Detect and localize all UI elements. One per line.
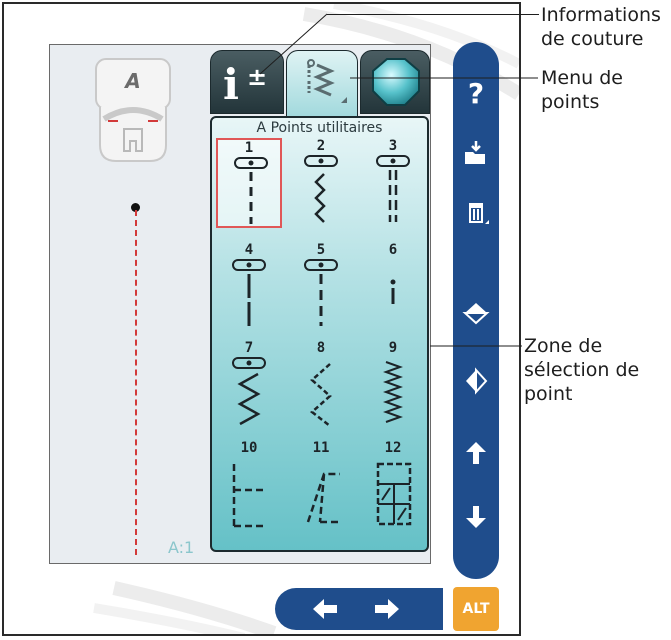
callout-text: de couture [541,28,644,50]
callout-text: Informations [541,4,661,26]
stitch-9[interactable]: 9 [360,340,426,430]
stitch-1[interactable]: 1 [216,138,282,228]
triple-straight-stitch-icon [376,155,410,222]
delete-icon [469,203,489,224]
stitch-12[interactable]: 12 [360,440,426,530]
stitch-3[interactable]: 3 [360,138,426,228]
open-folder-icon [465,141,485,164]
previous-button[interactable] [295,588,355,630]
tack-stitch-icon [390,279,396,304]
mirror-horizontal-button[interactable] [453,290,499,336]
move-down-button[interactable] [453,494,499,540]
leader-line-info-horizontal [327,14,539,15]
needle-position-dot [131,203,140,212]
stitch-number: 9 [388,340,398,356]
callout-text: Zone de [524,335,603,357]
presser-foot-label: A [125,69,141,93]
zigzag-stitch-icon [232,357,266,426]
arrow-left-icon [313,599,337,619]
stitch-number: 10 [240,440,258,456]
bottom-navigation [275,588,443,630]
tab-stitch-menu[interactable] [286,50,358,120]
right-toolbar: ? [453,42,499,579]
callout-stitch-menu: Menu de points [541,66,623,114]
mirror-horizontal-icon [462,303,490,325]
callout-text: point [524,383,573,405]
multi-zigzag-icon [383,361,403,423]
stitch-11[interactable]: 11 [288,440,354,530]
tab-selection-menu[interactable] [360,50,430,114]
help-icon: ? [467,76,485,110]
callout-sewing-information: Informations de couture [541,3,661,51]
open-folder-button[interactable] [453,130,499,176]
move-up-button[interactable] [453,430,499,476]
next-button[interactable] [357,588,417,630]
straight-stitch-center-icon [232,259,266,326]
basting-stitch-icon [304,259,338,326]
stitch-number: 8 [316,340,326,356]
stitch-4[interactable]: 4 [216,242,282,332]
stitch-6[interactable]: 6 [360,242,426,332]
callout-text: Menu de [541,67,623,89]
delete-button[interactable] [453,190,499,236]
svg-text:i: i [223,60,239,109]
arrow-right-icon [375,599,399,619]
arrow-down-icon [466,506,486,528]
stitch-preview-line [135,210,137,555]
callout-stitch-selection-zone: Zone de sélection de point [524,334,639,406]
stitch-menu-icon [307,59,347,103]
presser-foot-icon: A [94,57,172,165]
stitch-number: 2 [316,138,326,154]
arrow-up-icon [466,442,486,464]
three-step-zigzag-icon [310,363,332,427]
stitch-number: 1 [244,140,254,156]
stitch-number: 6 [388,242,398,258]
tab-sewing-information[interactable]: i ± [210,50,284,114]
stitch-2[interactable]: 2 [288,138,354,228]
stitch-selection-zone: A Points utilitaires 1 2 3 [210,116,429,552]
stitch-number: 5 [316,242,326,258]
stitch-number: 12 [384,440,402,456]
svg-text:±: ± [247,63,267,91]
straight-stitch-left-icon [234,157,268,224]
stitch-8[interactable]: 8 [288,340,354,430]
help-button[interactable]: ? [453,70,499,116]
stretch-stitch-icon [304,155,338,223]
stitch-10[interactable]: 10 [216,440,282,530]
box-stitch-icon [232,464,264,528]
stitch-number: 7 [244,340,254,356]
stitch-number: 3 [388,138,398,154]
stitch-panel: i ± [207,48,432,554]
info-plus-minus-icon: i ± [223,60,267,109]
stitch-number: 4 [244,242,254,258]
stitch-number: 11 [312,440,330,456]
callout-text: points [541,91,600,113]
stitch-category-title: A Points utilitaires [256,120,383,136]
callout-text: sélection de [524,359,640,381]
mirror-vertical-button[interactable] [453,358,499,404]
pattern-position-label: A:1 [168,538,195,557]
slant-box-stitch-icon [306,472,340,524]
stitch-5[interactable]: 5 [288,242,354,332]
grid-stitch-icon [376,462,412,526]
mirror-vertical-icon [466,367,488,395]
stitch-7[interactable]: 7 [216,340,282,430]
alt-button[interactable]: ALT [453,587,499,631]
